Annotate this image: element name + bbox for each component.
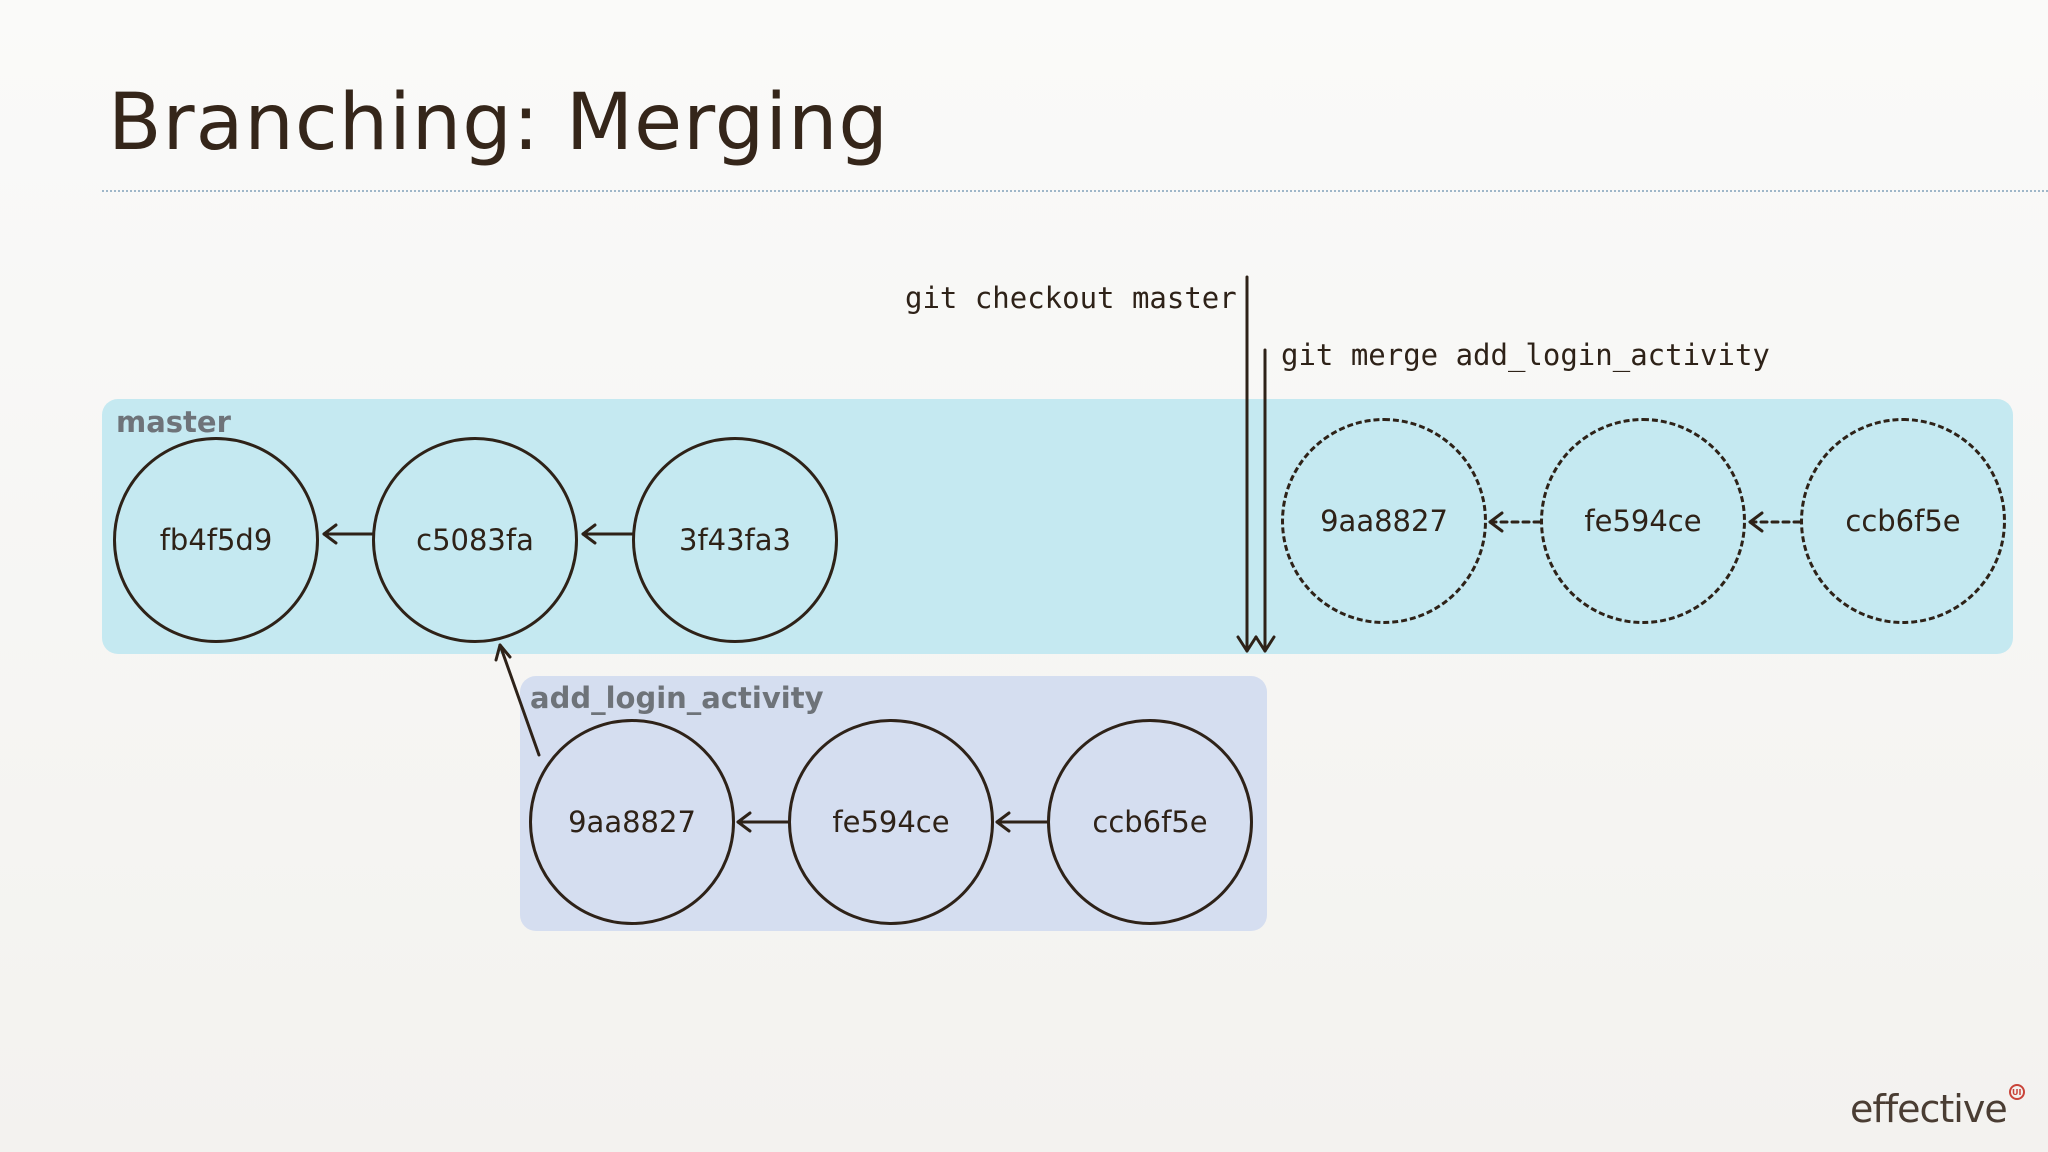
parent-arrow	[995, 811, 1049, 833]
checkout-timeline-arrow	[1236, 275, 1258, 653]
merge-timeline-arrow	[1254, 348, 1276, 653]
login-branch-label: add_login_activity	[530, 681, 824, 715]
merged-commit-node: ccb6f5e	[1800, 418, 2006, 624]
slide-title: Branching: Merging	[108, 78, 889, 168]
merged-commit-node: 9aa8827	[1281, 418, 1487, 624]
merged-commit-node: fe594ce	[1540, 418, 1746, 624]
branch-point-arrow	[494, 643, 541, 757]
logo-mark-icon: UI	[2008, 1084, 2025, 1100]
parent-arrow	[322, 523, 374, 545]
title-divider	[102, 190, 2048, 192]
logo-wordmark: effective	[1850, 1087, 2008, 1131]
parent-arrow	[581, 523, 634, 545]
commit-node: 3f43fa3	[632, 437, 838, 643]
checkout-command: git checkout master	[905, 281, 1237, 315]
parent-arrow	[736, 811, 790, 833]
merge-command: git merge add_login_activity	[1281, 338, 1770, 372]
effectiveui-logo: effective UI	[1850, 1084, 2025, 1131]
commit-node: c5083fa	[372, 437, 578, 643]
merged-parent-arrowhead	[1488, 511, 1504, 533]
master-branch-label: master	[116, 405, 231, 439]
commit-node: fb4f5d9	[113, 437, 319, 643]
commit-node: 9aa8827	[529, 719, 735, 925]
merged-parent-arrowhead	[1748, 511, 1764, 533]
